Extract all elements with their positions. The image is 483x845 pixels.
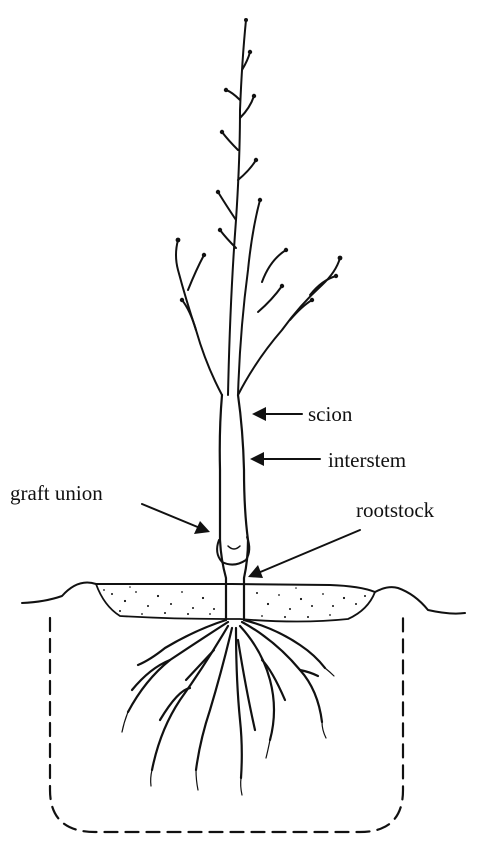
rootstock-arrow — [248, 530, 360, 578]
graft-union-arrow — [142, 504, 210, 534]
mulch-layer — [96, 584, 375, 622]
label-scion: scion — [308, 402, 353, 426]
fine-roots — [122, 668, 334, 795]
graft-union-knot — [228, 546, 240, 549]
branches — [176, 20, 340, 395]
interstem-arrow — [250, 452, 320, 466]
scion-arrow — [252, 407, 302, 421]
mulch-speckles — [103, 586, 366, 618]
trunk — [220, 395, 248, 620]
label-interstem: interstem — [328, 448, 406, 472]
root-system — [128, 620, 325, 778]
label-rootstock: rootstock — [356, 498, 435, 522]
label-graft-union: graft union — [10, 481, 103, 505]
